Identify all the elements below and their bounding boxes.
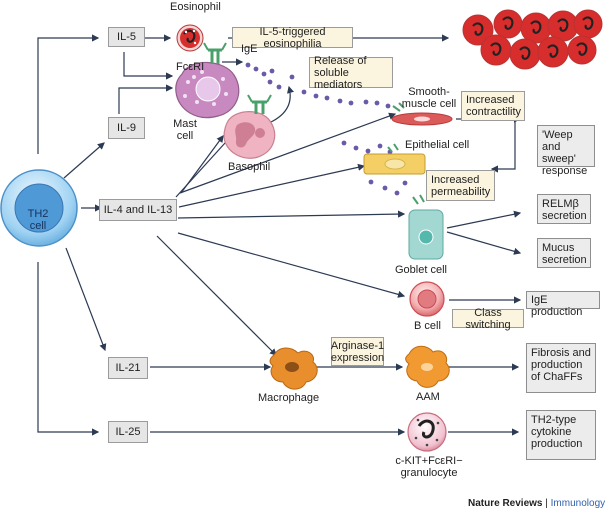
footer-credit: Nature Reviews | Immunology bbox=[468, 498, 605, 510]
class-switching-box: Class switching bbox=[452, 307, 524, 331]
aam-graphic bbox=[405, 345, 450, 388]
th2-to-il5-line bbox=[37, 34, 100, 154]
basophil-label: Basophil bbox=[228, 161, 271, 173]
soluble-mediators bbox=[245, 62, 408, 196]
relmb-outcome: RELMβ secretion bbox=[537, 194, 591, 224]
fceri-label: FcεRI bbox=[176, 61, 205, 73]
fibrosis-outcome: Fibrosis and production of ChaFFs bbox=[526, 343, 596, 393]
mediator-curve-arrow bbox=[270, 85, 294, 123]
il4-to-macrophage-line bbox=[156, 235, 277, 356]
weep-sweep-bracket-line bbox=[490, 117, 516, 173]
goblet-cell-graphic bbox=[408, 194, 444, 260]
weep-sweep-outcome: 'Weep and sweep' response bbox=[537, 125, 595, 177]
th2-to-il9-line bbox=[63, 142, 105, 179]
goblet-to-mucus-line bbox=[446, 231, 522, 255]
il5-eosinophilia-box: IL-5-triggered eosinophilia bbox=[232, 26, 353, 50]
il4-to-epithelial-line bbox=[178, 163, 366, 208]
basophil-graphic bbox=[223, 94, 276, 159]
smooth-muscle-cell-graphic bbox=[391, 102, 453, 126]
il25-box: IL-25 bbox=[108, 421, 148, 443]
publisher-name: Nature Reviews bbox=[468, 498, 543, 509]
il21-box: IL-21 bbox=[108, 357, 148, 379]
il5-to-mast-line bbox=[123, 52, 174, 80]
il4-to-smooth-muscle-line bbox=[179, 112, 397, 194]
eosinophil-cluster bbox=[462, 9, 603, 70]
connector-lines bbox=[37, 34, 522, 436]
il4-to-goblet-line bbox=[177, 210, 406, 219]
increased-permeability-box: Increased permeability bbox=[426, 170, 495, 201]
ige-production-outcome: IgE production bbox=[526, 291, 600, 318]
il4-to-bcell-line bbox=[177, 232, 406, 298]
il9-box: IL-9 bbox=[108, 117, 145, 139]
smooth-muscle-label: Smooth- muscle cell bbox=[401, 86, 457, 110]
eosinophil-cell bbox=[176, 24, 204, 52]
increased-contractility-box: Increased contractility bbox=[461, 91, 525, 121]
ige-label: IgE bbox=[241, 43, 258, 55]
goblet-cell-label: Goblet cell bbox=[395, 264, 447, 276]
il4-il13-box: IL-4 and IL-13 bbox=[99, 199, 177, 221]
mucus-outcome: Mucus secretion bbox=[537, 238, 591, 268]
th2-to-il25-line bbox=[37, 262, 100, 436]
th2-to-il21-line bbox=[65, 247, 107, 352]
epithelial-cell-graphic bbox=[363, 143, 426, 175]
journal-name: Immunology bbox=[550, 498, 605, 509]
granulocyte-graphic bbox=[407, 412, 447, 452]
il5-box: IL-5 bbox=[108, 27, 145, 47]
mast-cell-graphic bbox=[175, 42, 240, 119]
b-cell-graphic bbox=[409, 281, 445, 317]
th2-cell-graphic bbox=[0, 169, 78, 247]
epithelial-cell-label: Epithelial cell bbox=[405, 139, 470, 151]
footer-separator: | bbox=[545, 498, 548, 509]
th2-cytokine-outcome: TH2-type cytokine production bbox=[526, 410, 596, 460]
b-cell-label: B cell bbox=[414, 320, 441, 332]
macrophage-graphic bbox=[269, 347, 318, 390]
goblet-to-relmb-line bbox=[446, 210, 522, 229]
mast-cell-label: Mast cell bbox=[173, 118, 197, 142]
granulocyte-label: c-KIT+FcεRI− granulocyte bbox=[395, 455, 463, 479]
eosinophil-label: Eosinophil bbox=[170, 1, 221, 13]
macrophage-label: Macrophage bbox=[258, 392, 320, 404]
aam-label: AAM bbox=[416, 391, 440, 403]
arginase-expression-box: Arginase-1 expression bbox=[331, 337, 384, 366]
il9-to-mast-line bbox=[118, 84, 174, 114]
th2-cell-label: TH2 cell bbox=[27, 208, 49, 232]
release-mediators-box: Release of soluble mediators bbox=[309, 55, 393, 91]
